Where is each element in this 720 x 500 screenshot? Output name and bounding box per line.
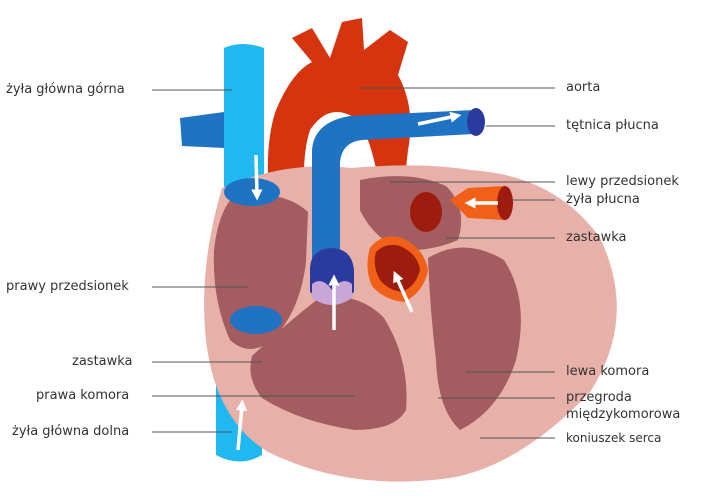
vena-cava-inferior-opening bbox=[230, 306, 282, 334]
flow-arrow-svc bbox=[251, 154, 263, 201]
pulmonary-vein-opening bbox=[497, 186, 513, 220]
label-vena-cava-superior: żyła główna górna bbox=[6, 82, 125, 97]
label-right-atrium: prawy przedsionek bbox=[6, 279, 129, 294]
flow-arrow-ivc bbox=[235, 399, 248, 451]
aortic-valve-inner bbox=[374, 244, 420, 292]
label-aorta: aorta bbox=[566, 80, 601, 95]
pulmonary-vein-inlet bbox=[410, 192, 442, 232]
label-right-ventricle: prawa komora bbox=[36, 388, 130, 403]
flow-arrow-aortic-valve bbox=[393, 270, 414, 313]
flow-arrow-pulmonary-artery bbox=[417, 111, 462, 126]
label-apex: koniuszek serca bbox=[566, 431, 662, 445]
label-pulmonary-artery: tętnica płucna bbox=[566, 118, 659, 133]
label-valve-left: zastawka bbox=[566, 230, 627, 245]
vena-cava-superior bbox=[224, 44, 264, 210]
label-left-atrium: lewy przedsionek bbox=[566, 174, 679, 189]
pulmonary-artery bbox=[180, 112, 224, 148]
label-valve-right: zastawka bbox=[72, 354, 133, 369]
left-ventricle-chamber bbox=[428, 247, 521, 430]
label-septum-line2: międzykomorowa bbox=[566, 407, 681, 422]
label-vena-cava-inferior: żyła główna dolna bbox=[12, 424, 130, 439]
label-septum-line1: przegroda bbox=[566, 390, 632, 405]
pulmonary-artery-opening bbox=[467, 108, 485, 136]
label-pulmonary-vein: żyła płucna bbox=[566, 192, 640, 207]
pulmonary-valve-cusps bbox=[312, 281, 352, 305]
label-left-ventricle: lewa komora bbox=[566, 364, 650, 379]
vena-cava-superior-opening bbox=[224, 178, 280, 206]
